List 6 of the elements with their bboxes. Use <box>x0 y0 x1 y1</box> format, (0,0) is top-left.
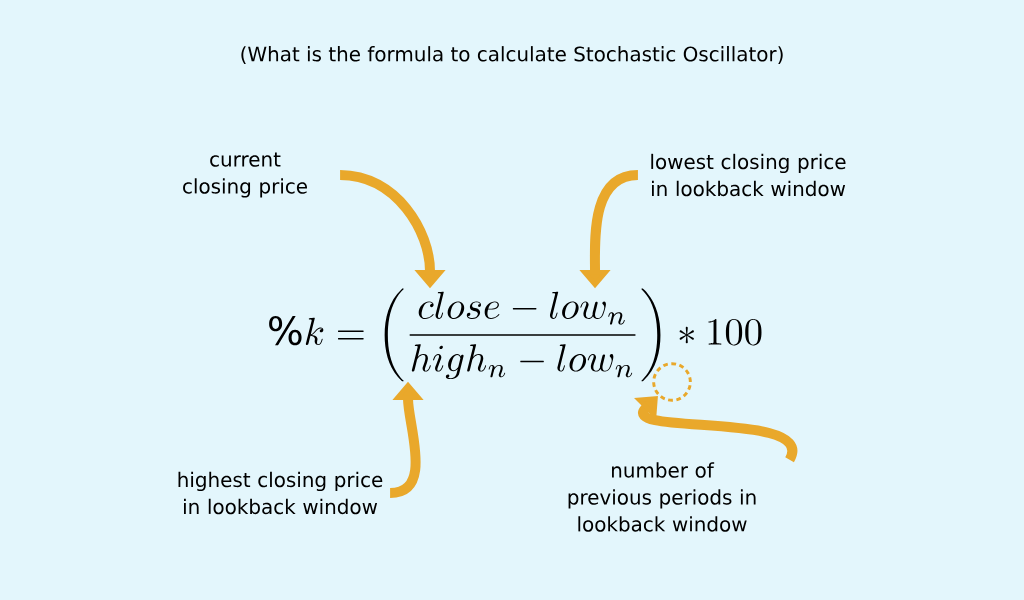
title: (What is the formula to calculate Stochastic Oscillator) <box>241 46 783 64</box>
annotation-text: number of previous periods in lookback window <box>568 462 756 532</box>
annotation-text: current closing price <box>183 152 307 198</box>
annotation-text: highest closing price in lookback window <box>178 471 383 515</box>
annotation-text: lowest closing price in lookback window <box>651 153 846 197</box>
formula: $\%k = \left(\frac{close - low_n}{high_n - low_n}\right) * 100$ <box>269 288 762 382</box>
